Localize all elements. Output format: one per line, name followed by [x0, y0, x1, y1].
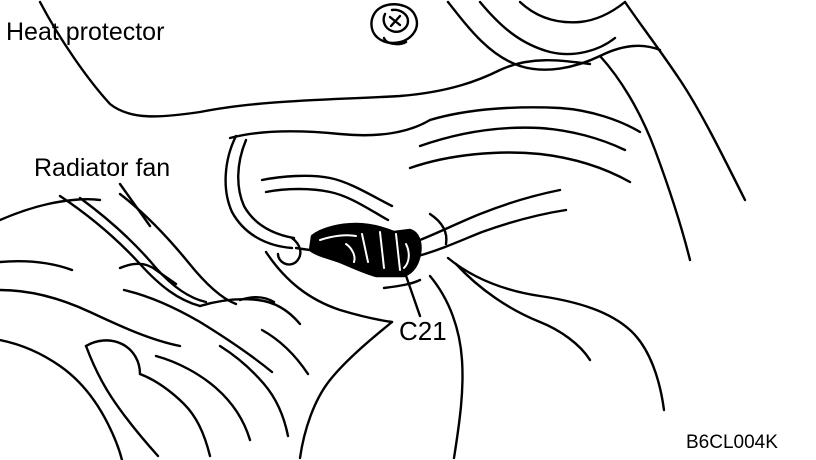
c21-leader	[402, 268, 422, 318]
harness-right	[416, 188, 568, 258]
radiator-fan	[0, 192, 310, 460]
connector-c21	[308, 222, 422, 278]
radiator-fan-label: Radiator fan	[34, 154, 171, 182]
heat-protector	[38, 0, 747, 262]
connector-c21-label: C21	[399, 316, 447, 346]
wiring-harness	[224, 134, 394, 266]
mounting-clip	[370, 3, 419, 46]
figure-code-label: B6CL004K	[686, 432, 778, 453]
support-bracket	[264, 250, 666, 460]
heat-protector-label: Heat protector	[6, 18, 165, 46]
radiator-fan-leader	[118, 182, 152, 228]
